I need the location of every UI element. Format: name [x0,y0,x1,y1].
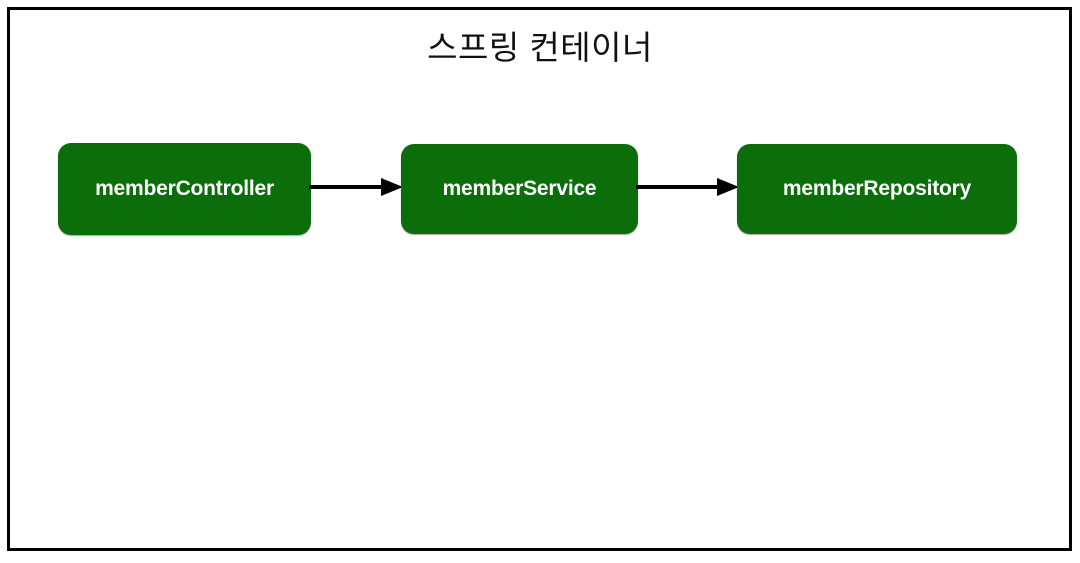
bean-node-member-service[interactable]: memberService [401,144,638,234]
arrow-controller-to-service [309,178,403,196]
bean-label: memberService [442,177,597,200]
arrow-head-icon [381,178,403,196]
bean-node-member-repository[interactable]: memberRepository [737,144,1017,234]
bean-label: memberController [95,177,274,200]
bean-node-member-controller[interactable]: memberController [58,143,311,235]
arrow-head-icon [717,178,739,196]
arrow-service-to-repository [636,178,739,196]
page-title: 스프링 컨테이너 [427,29,653,66]
spring-container-frame [7,7,1072,551]
bean-label: memberRepository [782,177,972,200]
